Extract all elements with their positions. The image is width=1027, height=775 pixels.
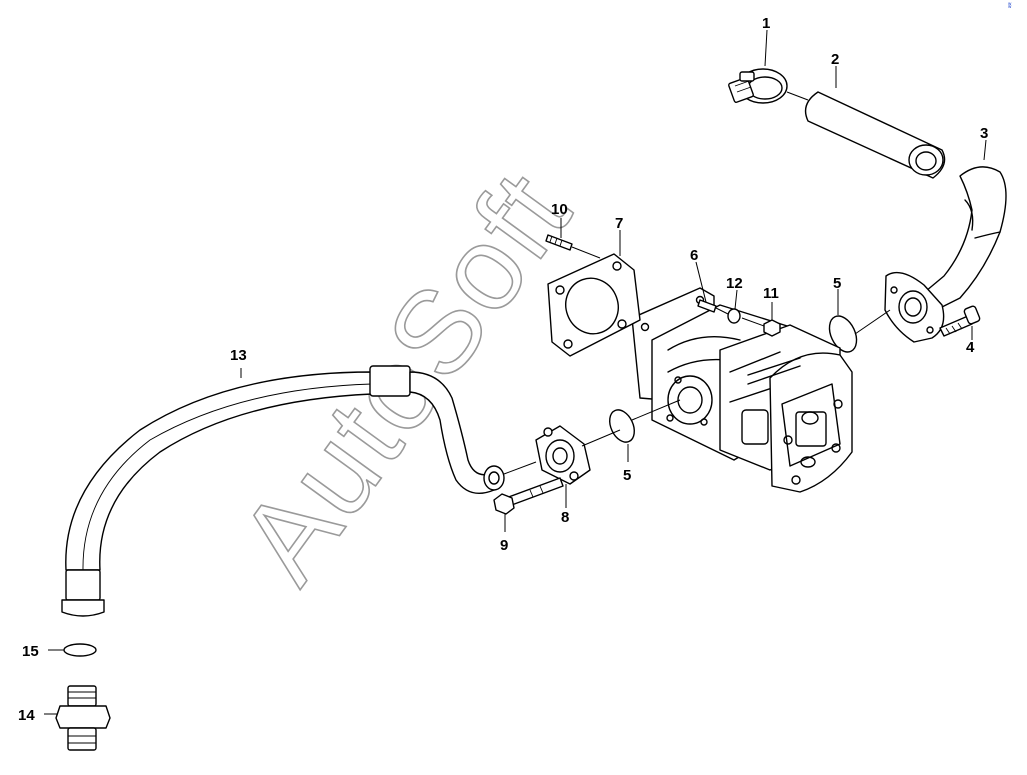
callout-6: 6 <box>690 247 698 264</box>
callout-4: 4 <box>966 339 975 356</box>
part-2-hose-sleeve <box>786 91 946 179</box>
part-10-stud <box>545 218 601 259</box>
callout-11: 11 <box>763 285 779 302</box>
part-9-flange-bolt <box>493 477 564 532</box>
part-15-o-ring <box>48 643 97 657</box>
part-14-adapter-fitting <box>44 685 111 751</box>
callout-12: 12 <box>726 275 743 292</box>
callout-3: 3 <box>980 125 988 142</box>
callout-5-lower: 5 <box>623 467 631 484</box>
callout-8: 8 <box>561 509 569 526</box>
callout-1: 1 <box>762 15 770 32</box>
callout-5-upper: 5 <box>833 275 841 292</box>
part-8-split-flange <box>535 425 621 508</box>
part-1-hose-clamp <box>728 68 788 104</box>
hydraulic-pump-body <box>631 287 853 493</box>
part-5-o-ring-upper <box>828 289 891 353</box>
part-12-washer <box>715 289 741 324</box>
corner-mark: ʬ <box>1008 3 1012 10</box>
callout-9: 9 <box>500 537 508 554</box>
callout-13: 13 <box>230 347 247 364</box>
part-13-pressure-hose <box>61 365 537 617</box>
part-6-pin <box>695 261 717 313</box>
callout-2: 2 <box>831 51 839 68</box>
part-7-gasket-plate <box>547 230 641 357</box>
part-3-elbow-pipe <box>884 166 1007 343</box>
callout-10: 10 <box>551 201 568 218</box>
part-4-bolt <box>939 305 981 337</box>
part-5-o-ring-lower <box>609 399 681 462</box>
callout-15: 15 <box>22 643 39 660</box>
callout-7: 7 <box>615 215 623 232</box>
part-11-nut <box>741 302 781 337</box>
callout-14: 14 <box>18 707 35 724</box>
callouts: 1 2 3 4 5 5 6 7 8 9 10 11 12 13 14 15 <box>18 15 988 724</box>
